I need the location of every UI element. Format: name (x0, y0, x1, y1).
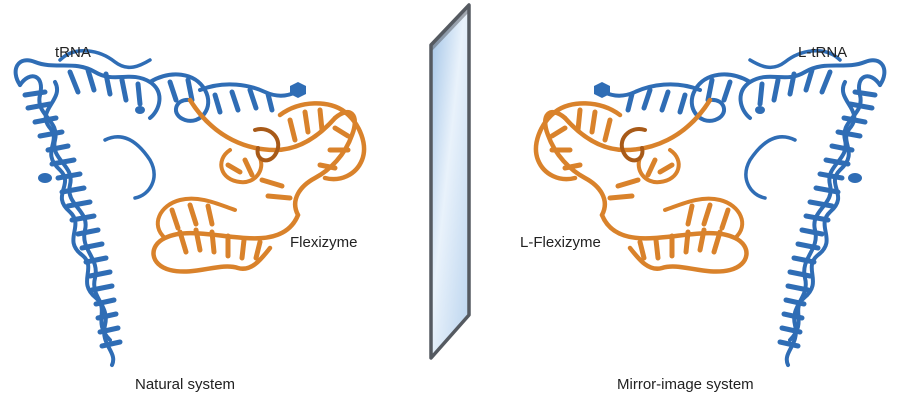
natural-system-caption: Natural system (135, 376, 236, 393)
mirror-plane-icon (429, 3, 471, 360)
trna-mirror-label: L-tRNA (798, 44, 848, 61)
flexizyme-mirror-label: L-Flexizyme (520, 234, 601, 251)
trna-natural-label: tRNA (55, 44, 91, 61)
mirror-image-system-molecules (536, 51, 884, 365)
mirror-system-caption: Mirror-image system (617, 376, 754, 393)
flexizyme-natural-label: Flexizyme (290, 234, 358, 251)
natural-system-molecules (16, 51, 364, 365)
